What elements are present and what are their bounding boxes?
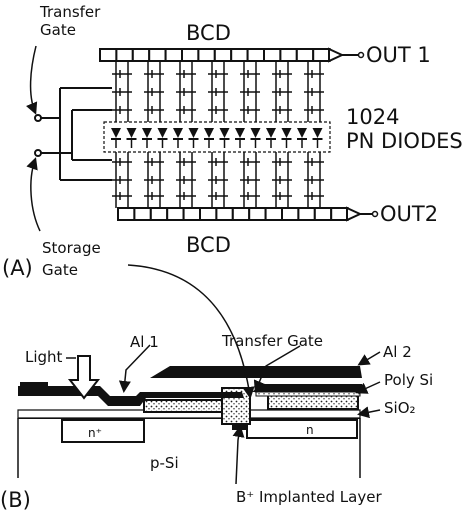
bcd-cell [215, 207, 234, 221]
bcd-cell [131, 48, 151, 62]
transfer-gate-label-b: Transfer Gate [221, 332, 323, 350]
bcd-bottom-label: BCD [186, 233, 231, 257]
bcd-cell [117, 207, 136, 221]
transfer-gate-pointer [26, 45, 38, 115]
poly-si-storage-gate [143, 399, 233, 413]
al2-layer [150, 366, 362, 378]
bcd-cell [133, 207, 152, 221]
diodes-label-line: 1024 [346, 105, 399, 129]
pn-diode-icon [142, 128, 152, 138]
bcd-cell [199, 207, 218, 221]
bcd-cell [182, 207, 202, 221]
pn-diode-icon [219, 128, 230, 138]
pn-diode-icon [111, 128, 121, 138]
diodes-label: 1024 PN DIODES [346, 105, 463, 153]
bcd-cell [231, 207, 251, 221]
bcd-cell [279, 48, 298, 62]
bcd-cell [148, 48, 167, 62]
transfer-gate-label-line: Gate [40, 21, 76, 39]
panel-b: Light Al 1 Transfer Gate Al 2 Poly Si Si… [0, 264, 433, 512]
storage-gate-label-line: Storage [42, 239, 101, 257]
pn-diode-icon [266, 128, 276, 138]
storage-gate-pointer [26, 157, 41, 232]
al2-label: Al 2 [383, 343, 412, 361]
al1-label: Al 1 [130, 333, 159, 351]
storage-gate-label-line: Gate [42, 261, 78, 279]
bcd-cell [149, 207, 169, 221]
bcd-cell [166, 207, 185, 221]
bcd-cell [263, 48, 282, 62]
diodes-label-line: PN DIODES [346, 129, 463, 153]
bcd-cell [164, 48, 184, 62]
pn-diode-icon [126, 128, 137, 138]
panel-b-label: (B) [0, 488, 31, 512]
panel-a-label: (A) [2, 256, 33, 280]
transfer-transistor-array [112, 61, 324, 208]
pn-diode-icon [250, 128, 261, 138]
storage-gate-terminal [34, 149, 42, 157]
bcd-cell [295, 48, 315, 62]
transfer-gate-terminal [34, 114, 42, 122]
bcd-top-register [99, 48, 331, 62]
bcd-cell [264, 207, 284, 221]
light-arrow-icon [67, 355, 101, 400]
pn-diode-array [111, 128, 323, 148]
poly-si-right-gate [267, 394, 359, 410]
pn-diode-icon [281, 128, 292, 138]
panel-a: Transfer Gate BCD BCD OUT 1 OUT2 1024 PN… [2, 3, 463, 280]
bcd-cell [246, 48, 266, 62]
light-label: Light [25, 348, 63, 366]
bcd-cell [312, 48, 331, 62]
storage-gate-label: Storage Gate [42, 239, 105, 279]
al1-left-cap [20, 382, 48, 390]
bcd-cell [181, 48, 200, 62]
out1-label: OUT 1 [366, 43, 431, 67]
poly-si-label: Poly Si [384, 371, 433, 389]
b-implanted-label: B⁺ Implanted Layer [236, 488, 382, 506]
pn-diode-icon [157, 128, 168, 138]
bcd-cell [230, 48, 249, 62]
bcd-cell [197, 48, 216, 62]
bcd-bottom-register [117, 207, 349, 221]
bcd-cell [297, 207, 316, 221]
p-si-label: p-Si [150, 454, 179, 472]
poly-si-upper-band [255, 391, 361, 397]
pn-diode-icon [204, 128, 214, 138]
pn-diode-icon [173, 128, 183, 138]
bcd-cell [213, 48, 233, 62]
poly-si-top-strip [252, 384, 362, 392]
transfer-gate-label-line: Transfer [39, 3, 101, 21]
n-plus-label: n⁺ [88, 426, 102, 440]
transfer-gate-label-a: Transfer Gate [39, 3, 105, 39]
n-label: n [306, 423, 314, 437]
bcd-cell [330, 207, 349, 221]
bcd-cell [248, 207, 267, 221]
leader-lines [118, 264, 381, 485]
diode-array-box [103, 121, 331, 153]
bcd-cell [281, 207, 300, 221]
pn-diode-icon [312, 128, 323, 138]
bcd-top-label: BCD [186, 21, 231, 45]
bcd-cell [99, 48, 118, 62]
bcd-cell [115, 48, 134, 62]
sio2-label: SiO₂ [384, 399, 416, 417]
pn-diode-icon [235, 128, 245, 138]
gate-bus-wiring [40, 87, 112, 181]
out1-buffer [328, 47, 365, 63]
al1-layer [18, 386, 244, 406]
pn-diode-icon [188, 128, 199, 138]
n-plus-diffusion [61, 419, 145, 443]
n-diffusion [246, 419, 358, 439]
bcd-cell [313, 207, 333, 221]
pn-diode-icon [297, 128, 307, 138]
out2-buffer [346, 206, 379, 222]
out2-label: OUT2 [380, 202, 438, 226]
